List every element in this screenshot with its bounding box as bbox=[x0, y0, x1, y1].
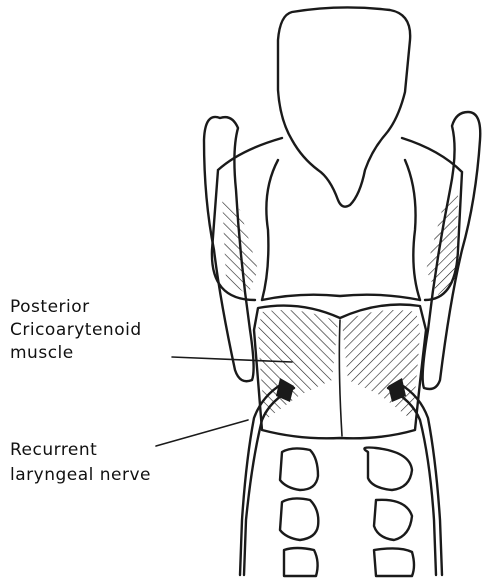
muscle-label-line2: Cricoarytenoid bbox=[10, 320, 142, 340]
tracheal-ring bbox=[280, 448, 318, 490]
muscle-label-line1: Posterior bbox=[10, 297, 90, 317]
pca-muscle-left bbox=[258, 310, 338, 420]
tracheal-rings bbox=[280, 448, 414, 577]
median-ridge bbox=[339, 320, 342, 436]
thyroid-hatching-right bbox=[426, 195, 458, 295]
interarytenoid-edge bbox=[262, 295, 420, 300]
aryepiglottic-fold-right bbox=[405, 160, 420, 300]
nerve-label-line1: Recurrent bbox=[10, 440, 97, 460]
aryepiglottic-fold-left bbox=[262, 160, 278, 300]
nerve-leader-line bbox=[156, 420, 248, 446]
tracheal-ring bbox=[364, 448, 412, 491]
tracheal-ring bbox=[280, 498, 318, 540]
muscle-label-line3: muscle bbox=[10, 343, 74, 363]
epiglottis bbox=[278, 7, 410, 206]
tracheal-ring bbox=[374, 548, 414, 576]
recurrent-nerve-right bbox=[388, 384, 442, 575]
tracheal-ring bbox=[374, 500, 412, 540]
nerve-label-line2: laryngeal nerve bbox=[10, 465, 151, 485]
tracheal-ring bbox=[284, 548, 318, 576]
recurrent-nerve-left bbox=[240, 384, 294, 575]
